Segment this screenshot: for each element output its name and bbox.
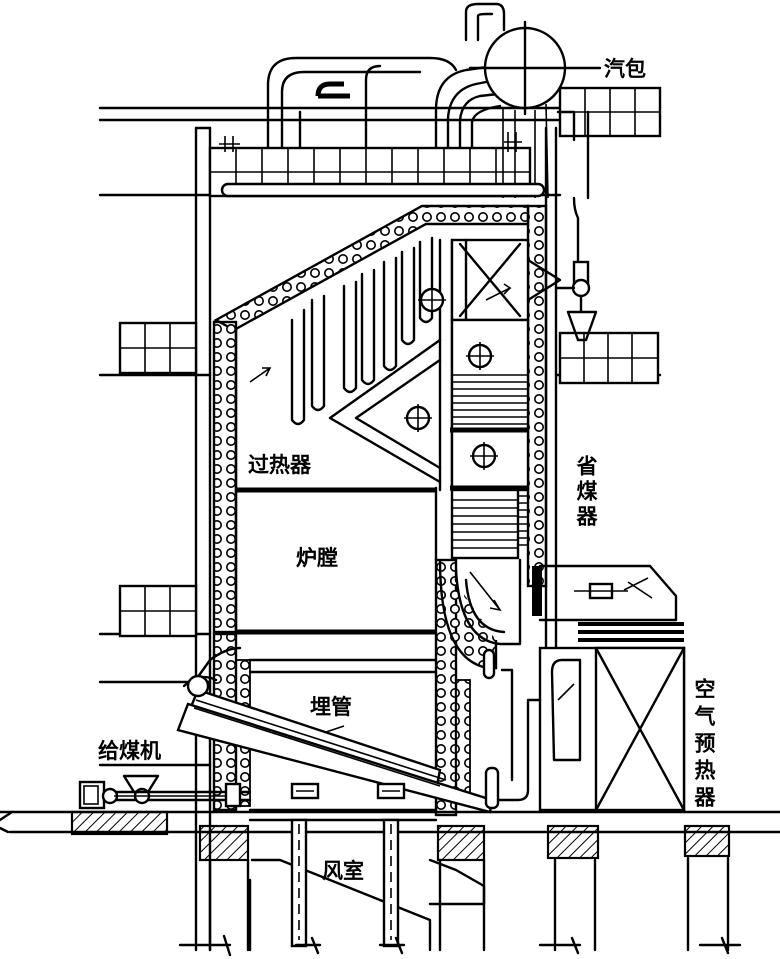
window-grid-mid-right <box>558 331 660 385</box>
label-furnace: 炉膛 <box>296 546 338 570</box>
air-preheater <box>490 564 686 812</box>
foundation-far-right <box>683 824 731 858</box>
coal-feeder <box>78 774 252 810</box>
steam-drum <box>468 20 602 200</box>
label-air-preheater: 空气预热器 <box>692 677 717 813</box>
foundation-mid <box>436 824 486 862</box>
coal-feeder-base <box>70 810 169 836</box>
foundation-right <box>546 824 600 860</box>
cyclone-separator <box>438 558 522 680</box>
window-grid-mid-left <box>118 321 198 375</box>
distribution-plate <box>248 782 438 822</box>
right-downcomer <box>554 196 598 342</box>
ground <box>0 810 780 862</box>
label-coal-feeder: 给煤机 <box>98 739 161 763</box>
building-frame <box>98 106 742 957</box>
label-drum: 汽包 <box>604 57 646 81</box>
foundation-left <box>198 824 250 862</box>
wind-box <box>248 818 486 955</box>
superheater-tubes <box>249 236 434 426</box>
label-superheater: 过热器 <box>248 453 312 477</box>
window-grid-low-left <box>118 584 198 638</box>
header-tube <box>220 182 546 198</box>
label-economizer: 省煤器 <box>574 455 599 530</box>
label-wind-box: 风室 <box>322 859 364 883</box>
furnace-nose <box>328 238 454 492</box>
valve-symbols <box>404 286 498 470</box>
top-ducts <box>219 2 522 152</box>
label-buried-tubes: 埋管 <box>310 695 352 719</box>
